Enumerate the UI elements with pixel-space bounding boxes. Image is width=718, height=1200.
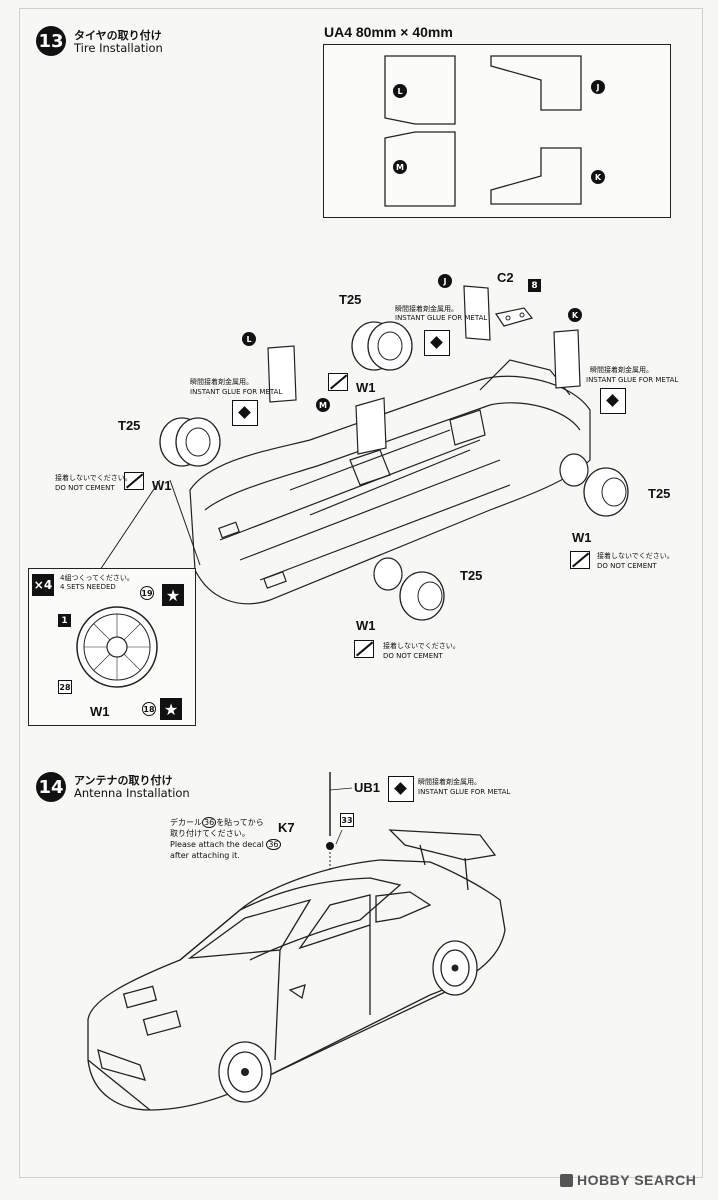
part-1-marker: 1 — [58, 614, 71, 627]
no-cement-icon — [124, 472, 144, 490]
ua4-sheet-box — [323, 44, 671, 218]
sets-needed-en: 4 SETS NEEDED — [60, 583, 116, 591]
decal-note-en: Please attach the decal 36 — [170, 839, 281, 850]
tire-rear-right — [559, 453, 629, 517]
multiplier-badge: ×4 — [32, 574, 54, 596]
glue-note-en: INSTANT GLUE FOR METAL — [190, 388, 283, 396]
tire-front-right — [373, 557, 445, 621]
step-14-title-jp: アンテナの取り付け — [74, 774, 173, 787]
plate-l — [267, 345, 297, 403]
no-cement-icon — [354, 640, 374, 658]
sheet-part-l: L — [393, 84, 407, 98]
glue-note-jp: 瞬間接着剤金属用。 — [190, 378, 253, 386]
decal-note-number: 36 — [202, 817, 217, 828]
antenna-illustration — [326, 772, 353, 870]
decal-note-jp-3: 取り付けてください。 — [170, 829, 250, 838]
plate-j — [463, 285, 491, 341]
no-cement-icon — [570, 551, 590, 569]
label-t25-front-left: T25 — [118, 418, 141, 433]
label-t25-rear-right: T25 — [648, 486, 671, 501]
step-14-number: 14 — [36, 772, 66, 802]
tire-front-left — [159, 417, 221, 467]
tire-rear-left — [351, 321, 413, 371]
no-cement-note-jp: 接着しないでください。 — [597, 552, 674, 560]
sheet-part-m: M — [393, 160, 407, 174]
no-cement-note-jp: 接着しないでください。 — [55, 474, 132, 482]
label-w1-front-right: W1 — [356, 618, 376, 633]
decal-note-number: 36 — [266, 839, 281, 850]
label-t25-rear-left: T25 — [339, 292, 362, 307]
instant-glue-icon — [600, 388, 626, 414]
glue-note-en: INSTANT GLUE FOR METAL — [586, 376, 679, 384]
ua4-sheet-outlines — [384, 55, 582, 207]
no-cement-note-en: DO NOT CEMENT — [597, 562, 657, 570]
no-cement-note-en: DO NOT CEMENT — [55, 484, 115, 492]
decal-note-en-2: after attaching it. — [170, 851, 240, 860]
decal-note-jp-1: デカール — [170, 818, 202, 827]
part-marker-k: K — [568, 308, 582, 322]
plate-k — [553, 329, 581, 389]
sheet-part-k: K — [591, 170, 605, 184]
label-c2: C2 — [497, 270, 514, 285]
car-body-illustration — [87, 829, 506, 1111]
decal-28-marker: 28 — [58, 680, 72, 694]
glue-note-jp: 瞬間接着剤金属用。 — [418, 778, 481, 786]
ua4-sheet-label: UA4 80mm × 40mm — [324, 24, 453, 40]
part-c2 — [495, 307, 534, 327]
watermark: HOBBY SEARCH — [560, 1172, 696, 1188]
hobby-search-logo-icon — [560, 1173, 573, 1187]
glue-note-en: INSTANT GLUE FOR METAL — [395, 314, 488, 322]
glue-note-jp: 瞬間接着剤金属用。 — [590, 366, 653, 374]
page-frame — [19, 8, 703, 1178]
sheet-part-j: J — [591, 80, 605, 94]
label-t25-front-right: T25 — [460, 568, 483, 583]
decal-33-marker: 33 — [340, 813, 354, 827]
decal-note-jp-2: を貼ってから — [216, 818, 264, 827]
wheel-callout-lines — [99, 479, 201, 571]
decal-18-marker: 18 — [142, 702, 156, 716]
no-cement-note-en: DO NOT CEMENT — [383, 652, 443, 660]
instant-glue-icon — [232, 400, 258, 426]
step-14-title-en: Antenna Installation — [74, 786, 190, 800]
sets-needed-jp: 4組つくってください。 — [60, 574, 134, 582]
chassis-underside-illustration — [189, 359, 591, 605]
glue-note-jp: 瞬間接着剤金属用。 — [395, 305, 458, 313]
part-marker-j: J — [438, 274, 452, 288]
glue-note-en: INSTANT GLUE FOR METAL — [418, 788, 511, 796]
no-cement-icon — [328, 373, 348, 391]
wheel-part-label: W1 — [90, 704, 110, 719]
part-marker-m: M — [316, 398, 330, 412]
step-13-title-jp: タイヤの取り付け — [74, 29, 162, 42]
decal-note-en-1: Please attach the decal — [170, 840, 264, 849]
step-13-title-en: Tire Installation — [74, 41, 163, 55]
part-marker-l: L — [242, 332, 256, 346]
star-icon: ★ — [162, 584, 184, 606]
decal-19-marker: 19 — [140, 586, 154, 600]
plate-m — [355, 397, 387, 455]
label-w1-rear-left: W1 — [356, 380, 376, 395]
decal-8-marker: 8 — [528, 279, 541, 292]
label-w1-rear-right: W1 — [572, 530, 592, 545]
watermark-brand: HOBBY SEARCH — [577, 1172, 697, 1188]
no-cement-note-jp: 接着しないでください。 — [383, 642, 460, 650]
wheel-face-illustration — [76, 606, 158, 688]
label-w1-front-left: W1 — [152, 478, 172, 493]
label-k7: K7 — [278, 820, 295, 835]
star-icon: ★ — [160, 698, 182, 720]
instant-glue-icon — [424, 330, 450, 356]
step-13-number: 13 — [36, 26, 66, 56]
label-ub1: UB1 — [354, 780, 381, 795]
instant-glue-icon — [388, 776, 414, 802]
